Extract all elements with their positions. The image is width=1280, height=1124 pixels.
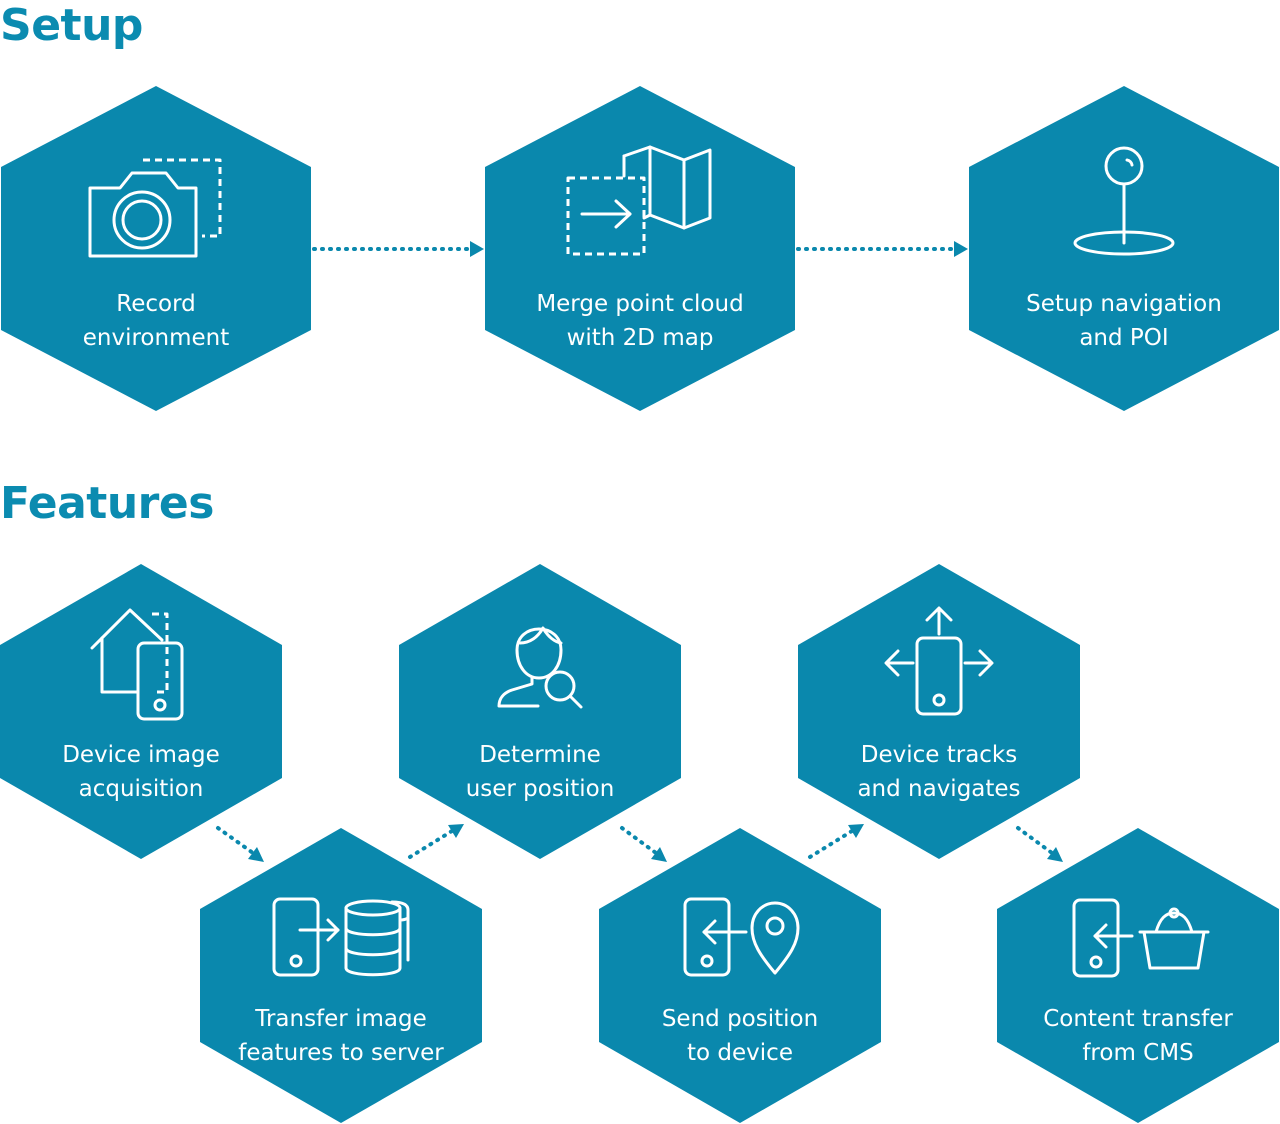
feature-step-tracks-navigates: Device tracks and navigates [798,564,1080,859]
step-label-line2: environment [83,325,229,351]
phone-database-icon [272,897,410,977]
step-label-line2: features to server [238,1040,444,1066]
feature-step-send-position: Send position to device [599,828,881,1123]
connector-arrow [408,824,464,859]
map-merge-icon [566,145,712,256]
step-label-line2: with 2D map [567,325,714,351]
connector-arrow [796,241,968,257]
step-label-line1: Transfer image [254,1006,426,1032]
pin-icon [1073,146,1175,256]
house-phone-icon [90,608,184,721]
step-label-line2: acquisition [79,776,204,802]
step-label-line2: from CMS [1082,1040,1193,1066]
user-search-icon [497,626,583,709]
setup-heading: Setup [0,0,143,51]
feature-step-image-acquisition: Device image acquisition [0,564,282,859]
connector-arrow [620,826,667,862]
step-label-line1: Setup navigation [1026,291,1222,317]
connector-arrow [312,241,484,257]
connector-arrow [1016,826,1063,862]
connector-arrow [808,824,864,859]
setup-step-navigation: Setup navigation and POI [969,86,1279,411]
features-heading: Features [0,478,214,529]
step-label-line2: to device [687,1040,793,1066]
camera-icon [88,158,222,258]
step-label-line1: Record [116,291,195,317]
step-label-line1: Determine [479,742,601,768]
phone-basket-icon [1072,898,1210,978]
phone-arrows-icon [884,606,994,716]
phone-location-icon [683,897,800,977]
step-label-line1: Send position [662,1006,818,1032]
connector-arrow [216,826,264,862]
step-label-line1: Device image [62,742,220,768]
feature-step-content-transfer: Content transfer from CMS [997,828,1279,1123]
feature-step-determine-position: Determine user position [399,564,681,859]
setup-step-record: Record environment [1,86,311,411]
step-label-line2: and POI [1079,325,1168,351]
step-label-line2: and navigates [857,776,1020,802]
setup-step-merge: Merge point cloud with 2D map [485,86,795,411]
step-label-line1: Device tracks [861,742,1018,768]
step-label-line1: Content transfer [1043,1006,1233,1032]
feature-step-transfer-features: Transfer image features to server [200,828,482,1123]
step-label-line1: Merge point cloud [536,291,743,317]
step-label-line2: user position [466,776,615,802]
